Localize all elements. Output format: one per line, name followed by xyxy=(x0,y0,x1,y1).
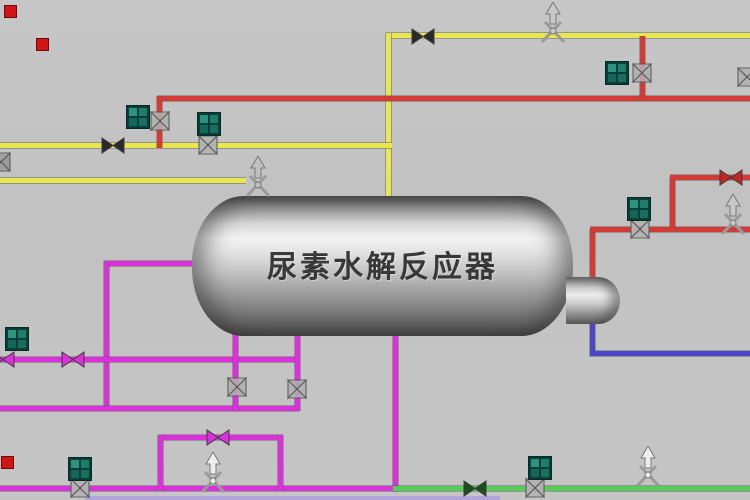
alarm-bottom-left[interactable] xyxy=(1,456,14,469)
valve-yellow-mid[interactable] xyxy=(101,136,125,159)
instrument-red-top-drop[interactable] xyxy=(605,61,629,85)
bottom-purple-line xyxy=(85,496,500,500)
pipe-magenta-header-1 xyxy=(0,357,299,362)
relief-yellow-lower[interactable] xyxy=(243,155,273,203)
valve-magenta-bottom-drop[interactable] xyxy=(286,378,308,405)
instrument-magenta-edge[interactable] xyxy=(5,327,29,351)
pipe-yellow-lower-header xyxy=(0,178,246,183)
pipe-magenta-bypass-left xyxy=(158,435,163,491)
valve-yellow-top[interactable] xyxy=(411,27,435,50)
pipe-magenta-drain-drop xyxy=(393,332,398,491)
relief-red-outlet[interactable] xyxy=(718,193,748,241)
reactor-vessel[interactable]: 尿素水解反应器 xyxy=(192,196,573,336)
valve-red-left-drop[interactable] xyxy=(149,110,171,137)
valve-green-bottom-2[interactable] xyxy=(524,477,546,500)
relief-magenta-bottom[interactable] xyxy=(198,451,228,499)
instrument-magenta-bottom[interactable] xyxy=(68,457,92,481)
pipe-magenta-left-drop xyxy=(104,261,109,411)
reactor-outlet-nozzle xyxy=(566,277,620,324)
valve-left-edge-partial[interactable] xyxy=(0,151,12,178)
pipe-magenta-bypass-right xyxy=(278,435,283,491)
pipe-magenta-bottom-header xyxy=(0,486,398,491)
pipe-blue-outlet-header xyxy=(590,351,750,356)
pipe-red-right-riser xyxy=(670,177,675,230)
valve-right-edge-partial[interactable] xyxy=(736,66,750,93)
valve-magenta-edge[interactable] xyxy=(0,350,15,373)
relief-green-bottom[interactable] xyxy=(633,445,663,493)
valve-magenta-bypass[interactable] xyxy=(206,428,230,451)
valve-yellow-mid-2[interactable] xyxy=(197,134,219,161)
valve-red-outlet[interactable] xyxy=(629,218,651,245)
reactor-vessel-label: 尿素水解反应器 xyxy=(267,251,498,284)
pipe-magenta-dome-drop xyxy=(233,320,238,411)
instrument-red-left-drop[interactable] xyxy=(126,105,150,129)
valve-red-right-top[interactable] xyxy=(719,168,743,191)
pipe-green-bottom-header xyxy=(393,486,750,491)
valve-magenta-h1[interactable] xyxy=(61,350,85,373)
pipe-magenta-header-2 xyxy=(0,406,299,411)
pipe-magenta-vessel-left-line xyxy=(104,261,196,266)
pipe-magenta-bottom-drop xyxy=(295,330,300,411)
pipe-yellow-riser-to-vessel xyxy=(386,33,391,203)
instrument-green-bottom[interactable] xyxy=(528,456,552,480)
alarm-top-left-2[interactable] xyxy=(36,38,49,51)
pipe-red-vessel-riser xyxy=(590,229,595,281)
valve-green-bottom-1[interactable] xyxy=(463,479,487,500)
instrument-yellow-mid[interactable] xyxy=(197,112,221,136)
alarm-top-left-1[interactable] xyxy=(4,5,17,18)
pipe-red-right-top-line xyxy=(670,175,750,180)
relief-yellow-top[interactable] xyxy=(538,1,568,49)
pipe-red-main-header xyxy=(157,96,750,101)
valve-magenta-dome-drop[interactable] xyxy=(226,376,248,403)
pipe-blue-nozzle-drop xyxy=(590,322,595,356)
pipe-yellow-mid-header xyxy=(0,143,392,148)
pipe-yellow-top-header xyxy=(386,33,750,38)
instrument-red-outlet[interactable] xyxy=(627,197,651,221)
valve-red-top-drop[interactable] xyxy=(631,62,653,89)
valve-magenta-bottom[interactable] xyxy=(69,477,91,500)
